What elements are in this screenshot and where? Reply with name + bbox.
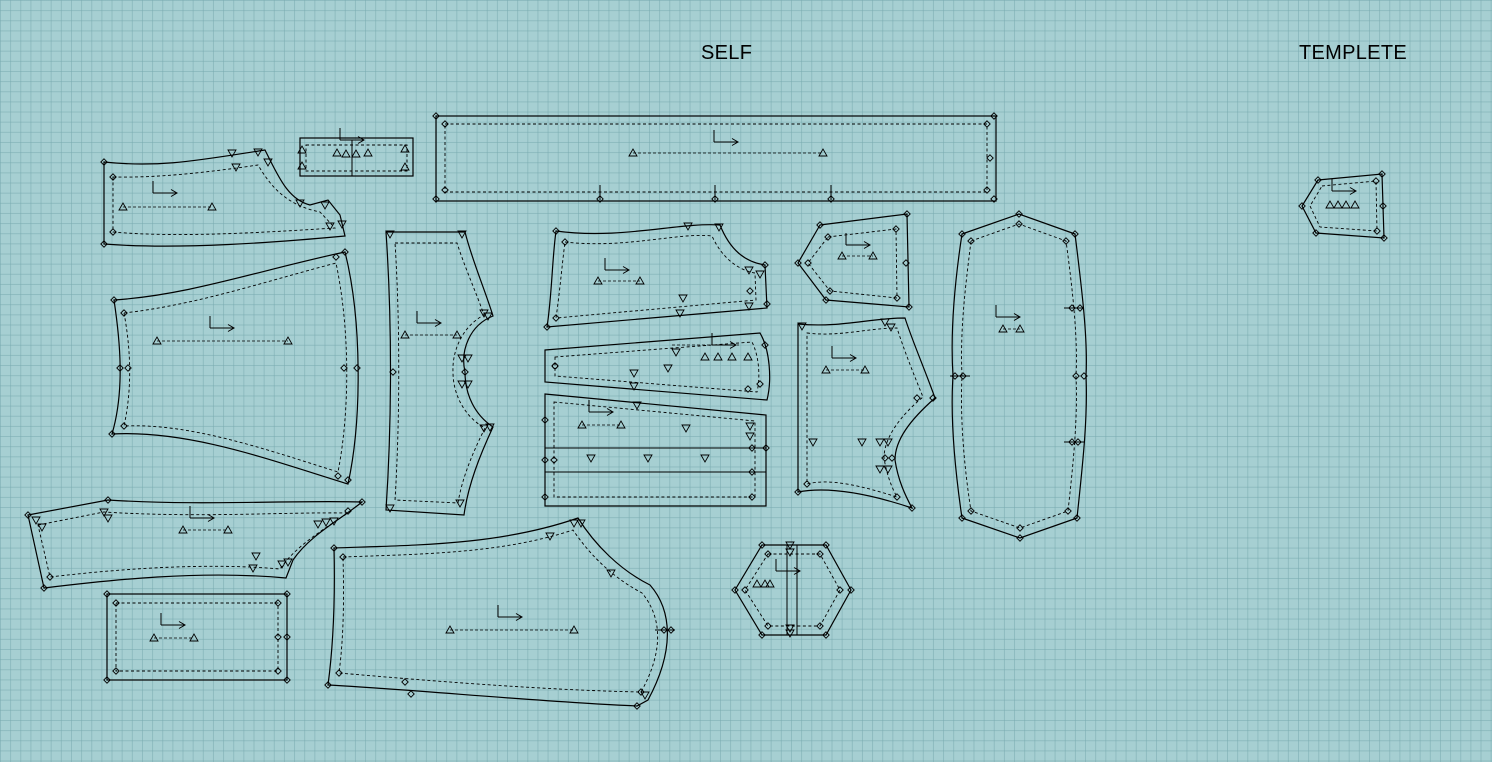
pattern-piece-side-panel[interactable] — [385, 230, 495, 516]
pattern-piece-cuff-small[interactable] — [297, 127, 414, 177]
pattern-piece-pocket-facing[interactable] — [103, 590, 291, 684]
pattern-piece-sleeve-upper[interactable] — [543, 222, 771, 331]
pattern-piece-sleeve-lower[interactable] — [24, 496, 366, 592]
pattern-piece-back-panel[interactable] — [108, 248, 361, 485]
pattern-piece-front-panel[interactable] — [794, 317, 937, 512]
pattern-piece-waistband[interactable] — [432, 112, 998, 203]
pattern-piece-side-gusset[interactable] — [950, 210, 1088, 542]
pattern-piece-placket-middle[interactable] — [544, 332, 771, 401]
pattern-piece-hex-patch[interactable] — [731, 541, 855, 639]
pattern-piece-yoke[interactable] — [794, 210, 913, 311]
pattern-piece-collar[interactable] — [100, 148, 347, 248]
pattern-piece-leg-panel[interactable] — [324, 517, 675, 710]
pattern-piece-pocket-bag[interactable] — [541, 393, 770, 507]
section-label-templete: TEMPLETE — [1299, 42, 1407, 64]
template-piece[interactable] — [1298, 170, 1388, 242]
section-label-self: SELF — [701, 42, 753, 64]
